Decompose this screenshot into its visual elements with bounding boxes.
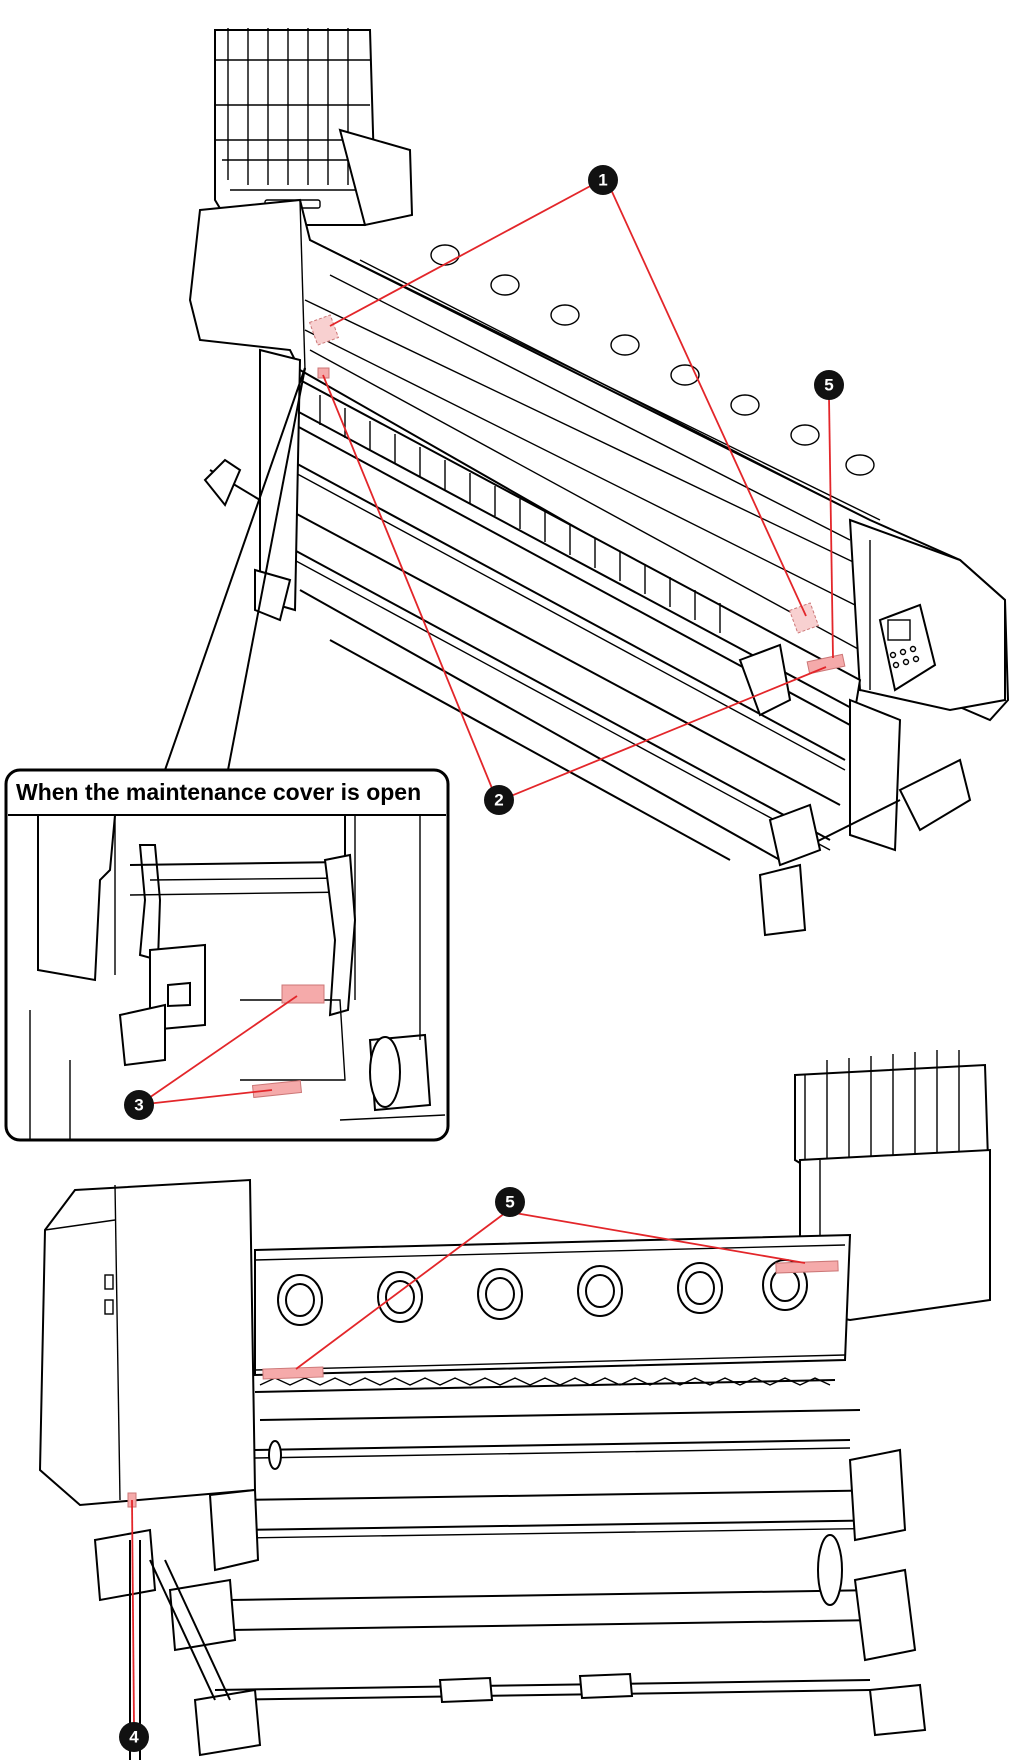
rear-left-end-unit [38,1178,257,1507]
leader-lines [131,182,834,1727]
callout-5-front: 5 [814,370,844,400]
printer-front-view [164,28,1010,937]
printer-main-body [188,198,1010,722]
warning-label-5a [262,1366,324,1380]
left-stand [203,348,302,622]
warning-label-1b [788,602,820,634]
operation-panel [878,603,937,692]
inset-title: When the maintenance cover is open [16,779,421,805]
callout-5-rear: 5 [495,1187,525,1217]
svg-text:3: 3 [134,1096,143,1115]
svg-text:2: 2 [494,791,503,810]
inset-mechanism [29,814,446,1140]
media-rollers [279,378,862,861]
warning-label-3b [251,1079,303,1099]
svg-text:5: 5 [824,376,833,395]
callout-2: 2 [484,785,514,815]
inset-frame [4,768,450,1142]
warning-label-3a [281,984,325,1004]
warning-label-1a [308,314,340,346]
callout-1: 1 [588,165,618,195]
rear-stands [93,1440,927,1760]
svg-text:1: 1 [598,171,607,190]
ink-cartridge-tower [214,28,414,227]
rear-rails [214,1409,901,1701]
printer-rear-view [38,1050,991,1760]
warning-label-5b [775,1260,839,1274]
callout-4: 4 [119,1722,149,1752]
svg-text:5: 5 [505,1193,514,1212]
warning-label-5-front [806,653,846,675]
rear-fans [277,1259,808,1326]
svg-text:4: 4 [129,1728,139,1747]
callout-3: 3 [124,1090,154,1120]
maintenance-cover-inset: When the maintenance cover is open [4,768,450,1142]
right-stand [758,698,972,937]
